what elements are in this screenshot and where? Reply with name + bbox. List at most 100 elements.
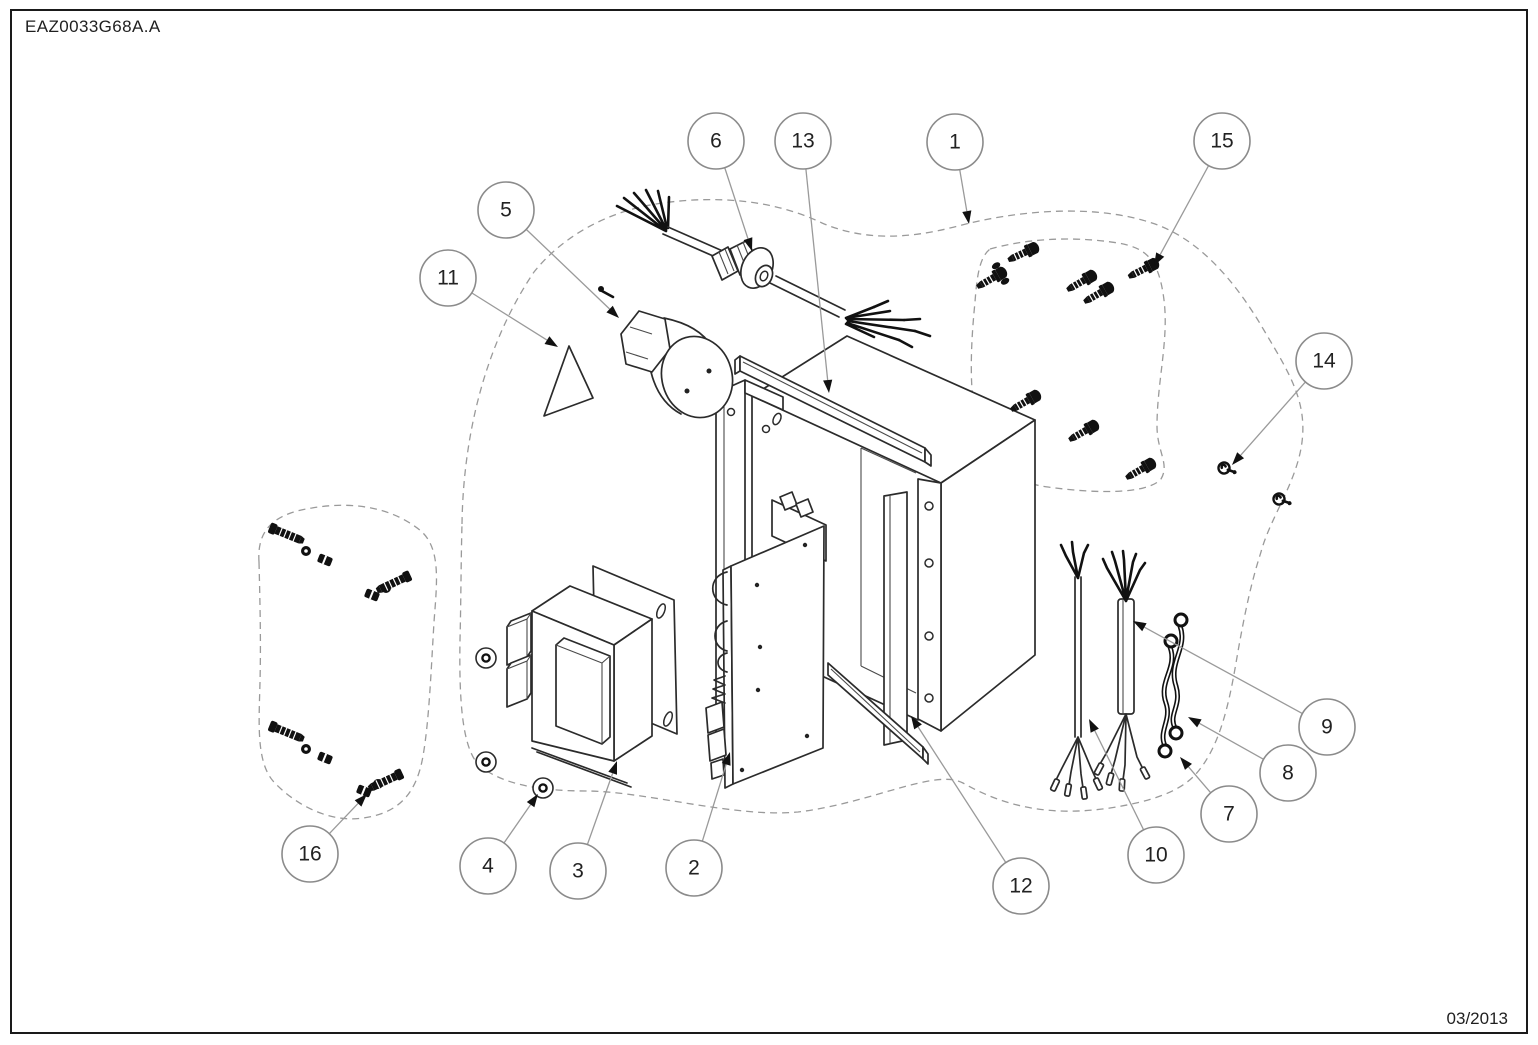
- callout-11: 11: [419, 249, 558, 347]
- callout-4: 4: [459, 794, 538, 895]
- callout-15: 15: [1154, 112, 1251, 266]
- circuit-board-assembly: [705, 491, 827, 789]
- screw-kit-outline: [970, 238, 1166, 493]
- callout-14: 14: [1232, 332, 1353, 465]
- callout-balloon-13: [774, 112, 832, 170]
- callout-balloon-8: [1259, 744, 1317, 802]
- leader-arrow-13: [823, 379, 833, 393]
- callout-1: 1: [926, 113, 984, 224]
- callout-balloon-15: [1193, 112, 1251, 170]
- main-assembly-outline: [459, 198, 1304, 814]
- drawing-number: EAZ0033G68A.A: [25, 17, 161, 36]
- wire-assembly-left: [1049, 540, 1104, 801]
- callout-balloon-14: [1295, 332, 1353, 390]
- leader-arrow-9: [1133, 621, 1147, 632]
- power-cable-gland-assembly: [615, 188, 932, 349]
- drawing-border: [10, 9, 1528, 1034]
- callout-number-11: 11: [437, 267, 459, 290]
- leader-line-4: [503, 804, 532, 844]
- callout-number-13: 13: [791, 130, 814, 153]
- callout-7: 7: [1180, 757, 1258, 843]
- leader-arrow-3: [608, 761, 617, 775]
- leader-line-16: [328, 802, 359, 835]
- callout-2: 2: [665, 752, 731, 897]
- callout-balloon-10: [1127, 826, 1185, 884]
- leader-line-12: [917, 726, 1007, 863]
- callout-9: 9: [1133, 621, 1356, 756]
- callout-12: 12: [911, 716, 1050, 915]
- mounting-screw-sets: [266, 521, 414, 798]
- push-pins: [1215, 457, 1294, 512]
- leader-arrow-7: [1180, 757, 1192, 770]
- revision-date: 03/2013: [1446, 1009, 1508, 1028]
- leader-arrow-5: [606, 305, 619, 318]
- leader-arrow-4: [526, 794, 538, 808]
- callout-number-9: 9: [1321, 716, 1333, 739]
- leader-line-3: [586, 773, 614, 845]
- leader-line-14: [1240, 381, 1306, 456]
- wing-screw: [973, 262, 1010, 294]
- callout-number-10: 10: [1144, 844, 1167, 867]
- leader-arrow-14: [1232, 452, 1245, 465]
- leader-line-15: [1159, 165, 1210, 255]
- callout-number-12: 12: [1009, 875, 1032, 898]
- leader-arrow-2: [721, 752, 731, 766]
- leader-arrow-16: [354, 794, 367, 807]
- top-rail: [734, 355, 932, 467]
- callout-balloon-9: [1298, 698, 1356, 756]
- callout-balloon-4: [459, 837, 517, 895]
- leader-line-11: [471, 292, 548, 341]
- callout-number-15: 15: [1210, 130, 1233, 153]
- leader-line-1: [959, 169, 968, 212]
- leader-arrow-8: [1188, 717, 1202, 728]
- callout-balloon-1: [926, 113, 984, 171]
- callout-balloon-16: [281, 825, 339, 883]
- transformer: [506, 565, 678, 788]
- leader-line-10: [1094, 730, 1145, 831]
- callout-3: 3: [549, 761, 617, 900]
- callout-number-4: 4: [482, 855, 494, 878]
- leader-arrow-15: [1154, 252, 1165, 266]
- leader-arrow-12: [911, 716, 922, 730]
- callout-16: 16: [281, 794, 367, 883]
- callout-number-5: 5: [500, 199, 512, 222]
- wire-assembly-sheathed: [1093, 549, 1151, 792]
- leader-arrow-1: [962, 210, 972, 224]
- callout-13: 13: [774, 112, 833, 393]
- leader-line-2: [701, 764, 727, 842]
- callout-number-8: 8: [1282, 762, 1294, 785]
- leader-line-5: [525, 228, 611, 310]
- callout-balloon-12: [992, 857, 1050, 915]
- callout-number-14: 14: [1312, 350, 1336, 373]
- leader-arrow-6: [743, 237, 753, 251]
- callout-5: 5: [477, 181, 619, 318]
- vertical-strip: [883, 491, 908, 746]
- shim-triangle: [543, 345, 594, 417]
- callout-balloon-6: [687, 112, 745, 170]
- callout-number-2: 2: [688, 857, 700, 880]
- callout-number-6: 6: [710, 130, 722, 153]
- screw-kit: [973, 239, 1162, 485]
- callout-balloon-5: [477, 181, 535, 239]
- leader-line-6: [724, 167, 749, 239]
- callout-6: 6: [687, 112, 753, 251]
- ground-wires: [1157, 612, 1189, 759]
- callout-number-16: 16: [298, 843, 321, 866]
- mounting-hardware-outline: [258, 504, 438, 820]
- bottom-rail: [827, 662, 929, 765]
- leader-line-13: [805, 168, 829, 381]
- callout-balloon-11: [419, 249, 477, 307]
- callout-balloon-7: [1200, 785, 1258, 843]
- callout-number-3: 3: [572, 860, 584, 883]
- callout-number-1: 1: [949, 131, 961, 154]
- leader-line-7: [1187, 766, 1212, 794]
- leader-line-9: [1144, 626, 1303, 715]
- callout-number-7: 7: [1223, 803, 1235, 826]
- motor-actuator: [598, 286, 734, 419]
- leader-arrow-10: [1089, 719, 1099, 733]
- callout-balloon-2: [665, 839, 723, 897]
- callout-balloon-3: [549, 842, 607, 900]
